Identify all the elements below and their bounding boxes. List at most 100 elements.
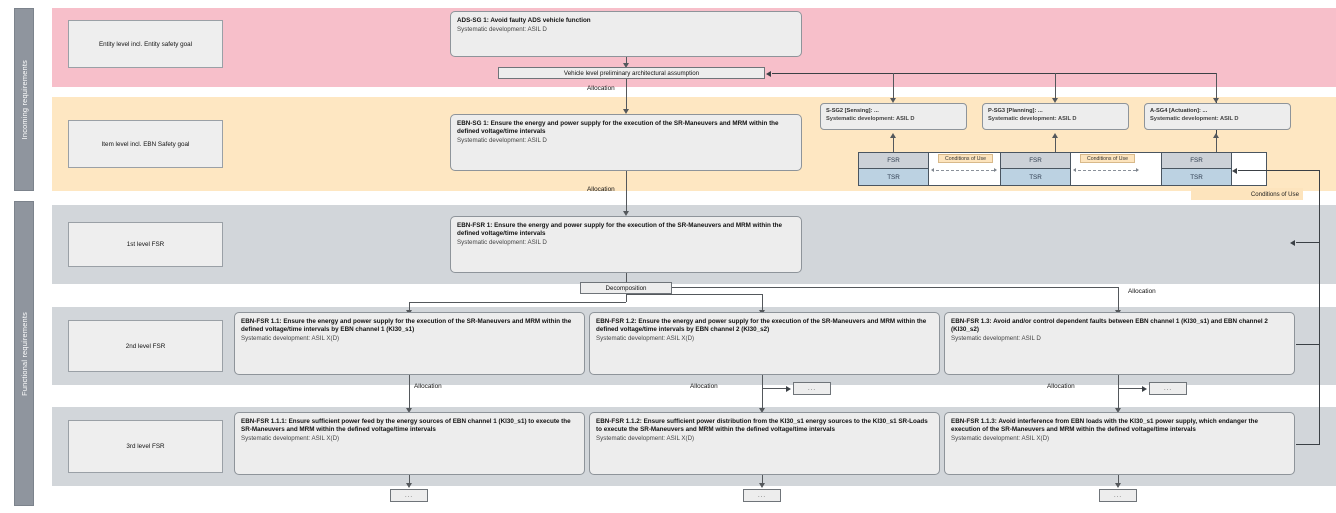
connector-fsr1-to-decomposition [626,273,627,282]
connector-fsr-to-planning [1055,138,1056,152]
requirement-p-sg3-planning[interactable]: P-SG3 [Planning]: ... Systematic develop… [982,103,1129,130]
lane-label-functional: Functional requirements [19,311,29,396]
connector-fsr13-to-ellipsis [1118,388,1142,389]
lane-functional-requirements: Functional requirements [14,201,34,506]
conditions-of-use-callout[interactable]: Conditions of Use [1191,188,1303,200]
conditions-of-use-band-2[interactable]: Conditions of Use [1080,154,1135,163]
arrowhead-up [889,133,896,138]
arrowhead-down [622,63,629,68]
arrowhead-down [1114,408,1121,413]
conditions-of-use-band-1[interactable]: Conditions of Use [938,154,993,163]
connector-assumption-branch [1216,73,1217,100]
ellipsis-box-fsr113[interactable]: ... [1099,489,1137,502]
grid-cell-fsr-3[interactable]: FSR [1161,152,1232,169]
connector-fsr111-to-ellipsis [409,475,410,485]
requirement-title: EBN-FSR 1: Ensure the energy and power s… [457,222,783,238]
conditions-link-1 [936,170,994,171]
arrowhead-left-small [931,167,934,172]
grid-cell-tsr-2[interactable]: TSR [1000,169,1071,186]
connector-fsr112-to-ellipsis [762,475,763,485]
grid-cell-fsr-1[interactable]: FSR [858,152,929,169]
arrowhead-up [1212,133,1219,138]
row-label-text: Item level incl. EBN Safety goal [101,140,190,148]
requirement-subtitle: Systematic development: ASIL D [988,116,1077,123]
connector-assumption-to-ebnsg1 [626,79,627,111]
grid-cell-tsr-1[interactable]: TSR [858,169,929,186]
requirement-ebn-fsr-1-1-1[interactable]: EBN-FSR 1.1.1: Ensure sufficient power f… [234,412,585,475]
note-vehicle-assumption[interactable]: Vehicle level preliminary architectural … [498,67,765,79]
note-text: Vehicle level preliminary architectural … [563,69,700,77]
connector-decomposition-to-fsr11 [409,302,410,312]
connector-fsr-to-sensing [893,138,894,152]
arrowhead-left-small [1073,167,1076,172]
arrowhead-down [405,483,412,488]
requirement-title: S-SG2 [Sensing]: ... [826,108,879,114]
ellipsis-box-fsr112[interactable]: ... [743,489,781,502]
arrowhead-down [1051,98,1058,103]
requirement-ebn-fsr-1-1-2[interactable]: EBN-FSR 1.1.2: Ensure sufficient power d… [589,412,940,475]
grid-cell-tsr-3[interactable]: TSR [1161,169,1232,186]
requirement-title: EBN-FSR 1.2: Ensure the energy and power… [596,318,927,334]
requirement-subtitle: Systematic development: ASIL D [457,26,547,34]
requirement-subtitle: Systematic development: ASIL X(D) [596,335,695,343]
requirement-s-sg2-sensing[interactable]: S-SG2 [Sensing]: ... Systematic developm… [820,103,967,130]
edge-label-allocation: Allocation [414,383,442,390]
requirement-title: EBN-SG 1: Ensure the energy and power su… [457,120,779,136]
requirement-ebn-fsr-1-3[interactable]: EBN-FSR 1.3: Avoid and/or control depend… [944,312,1295,375]
arrowhead-down [758,483,765,488]
ellipsis-box-fsr12[interactable]: ... [793,382,831,395]
requirement-ebn-fsr-1-1[interactable]: EBN-FSR 1.1: Ensure the energy and power… [234,312,585,375]
requirement-subtitle: Systematic development: ASIL X(D) [241,335,340,343]
edge-label-allocation: Allocation [587,85,615,92]
requirement-ebn-sg1[interactable]: EBN-SG 1: Ensure the energy and power su… [450,114,802,171]
feedback-bus-to-grid [1238,170,1320,171]
requirement-subtitle: Systematic development: ASIL D [457,239,547,247]
requirement-title: ADS-SG 1: Avoid faulty ADS vehicle funct… [457,17,591,24]
row-label-entity-level: Entity level incl. Entity safety goal [68,20,223,68]
connector-assumption-feedback [772,73,1216,74]
ellipsis-box-fsr111[interactable]: ... [390,489,428,502]
grid-cell-fsr-2[interactable]: FSR [1000,152,1071,169]
arrowhead-down [1212,98,1219,103]
connector-decomposition-stem [626,294,627,302]
requirement-ads-sg1[interactable]: ADS-SG 1: Avoid faulty ADS vehicle funct… [450,11,802,57]
row-label-1st-level-fsr: 1st level FSR [68,222,223,267]
connector-fsr-to-actuation [1216,138,1217,152]
requirement-ebn-fsr1[interactable]: EBN-FSR 1: Ensure the energy and power s… [450,216,802,273]
requirement-a-sg4-actuation[interactable]: A-SG4 [Actuation]: ... Systematic develo… [1144,103,1291,130]
arrowhead-down [758,408,765,413]
connector-assumption-branch [893,73,894,100]
arrowhead-right [1142,385,1147,392]
note-decomposition[interactable]: Decomposition [580,282,672,294]
arrowhead-left [1232,167,1237,174]
requirement-title: EBN-FSR 1.3: Avoid and/or control depend… [951,318,1268,334]
requirement-title: EBN-FSR 1.1.1: Ensure sufficient power f… [241,418,571,434]
conditions-link-2 [1078,170,1136,171]
requirement-title: A-SG4 [Actuation]: ... [1150,108,1208,114]
requirement-subtitle: Systematic development: ASIL D [457,137,547,145]
row-label-text: 3rd level FSR [126,443,165,450]
lane-incoming-requirements: Incoming requirements [14,8,34,191]
row-label-text: 2nd level FSR [125,342,166,350]
requirement-ebn-fsr-1-1-3[interactable]: EBN-FSR 1.1.3: Avoid interference from E… [944,412,1295,475]
ellipsis-box-fsr13[interactable]: ... [1149,382,1187,395]
requirement-subtitle: Systematic development: ASIL X(D) [951,435,1050,443]
arrowhead-down [889,98,896,103]
connector-fsr11-to-fsr111 [409,375,410,411]
connector-decomposition-spread [409,302,626,303]
edge-label-allocation: Allocation [1047,383,1075,390]
row-label-text: 1st level FSR [126,241,165,248]
row-label-2nd-level-fsr: 2nd level FSR [68,320,223,372]
feedback-bus-to-level3 [1296,444,1320,445]
connector-fsr12-to-fsr112 [762,375,763,411]
requirement-title: EBN-FSR 1.1.3: Avoid interference from E… [951,418,1258,434]
connector-decomposition-to-fsr12 [762,294,763,312]
edge-label-allocation: Allocation [587,186,615,193]
row-label-item-level: Item level incl. EBN Safety goal [68,120,223,168]
connector-ads-to-assumption [626,57,627,65]
requirement-ebn-fsr-1-2[interactable]: EBN-FSR 1.2: Ensure the energy and power… [589,312,940,375]
edge-label-allocation: Allocation [690,383,718,390]
arrowhead-right-small [1136,167,1139,172]
requirement-subtitle: Systematic development: ASIL D [826,116,915,123]
